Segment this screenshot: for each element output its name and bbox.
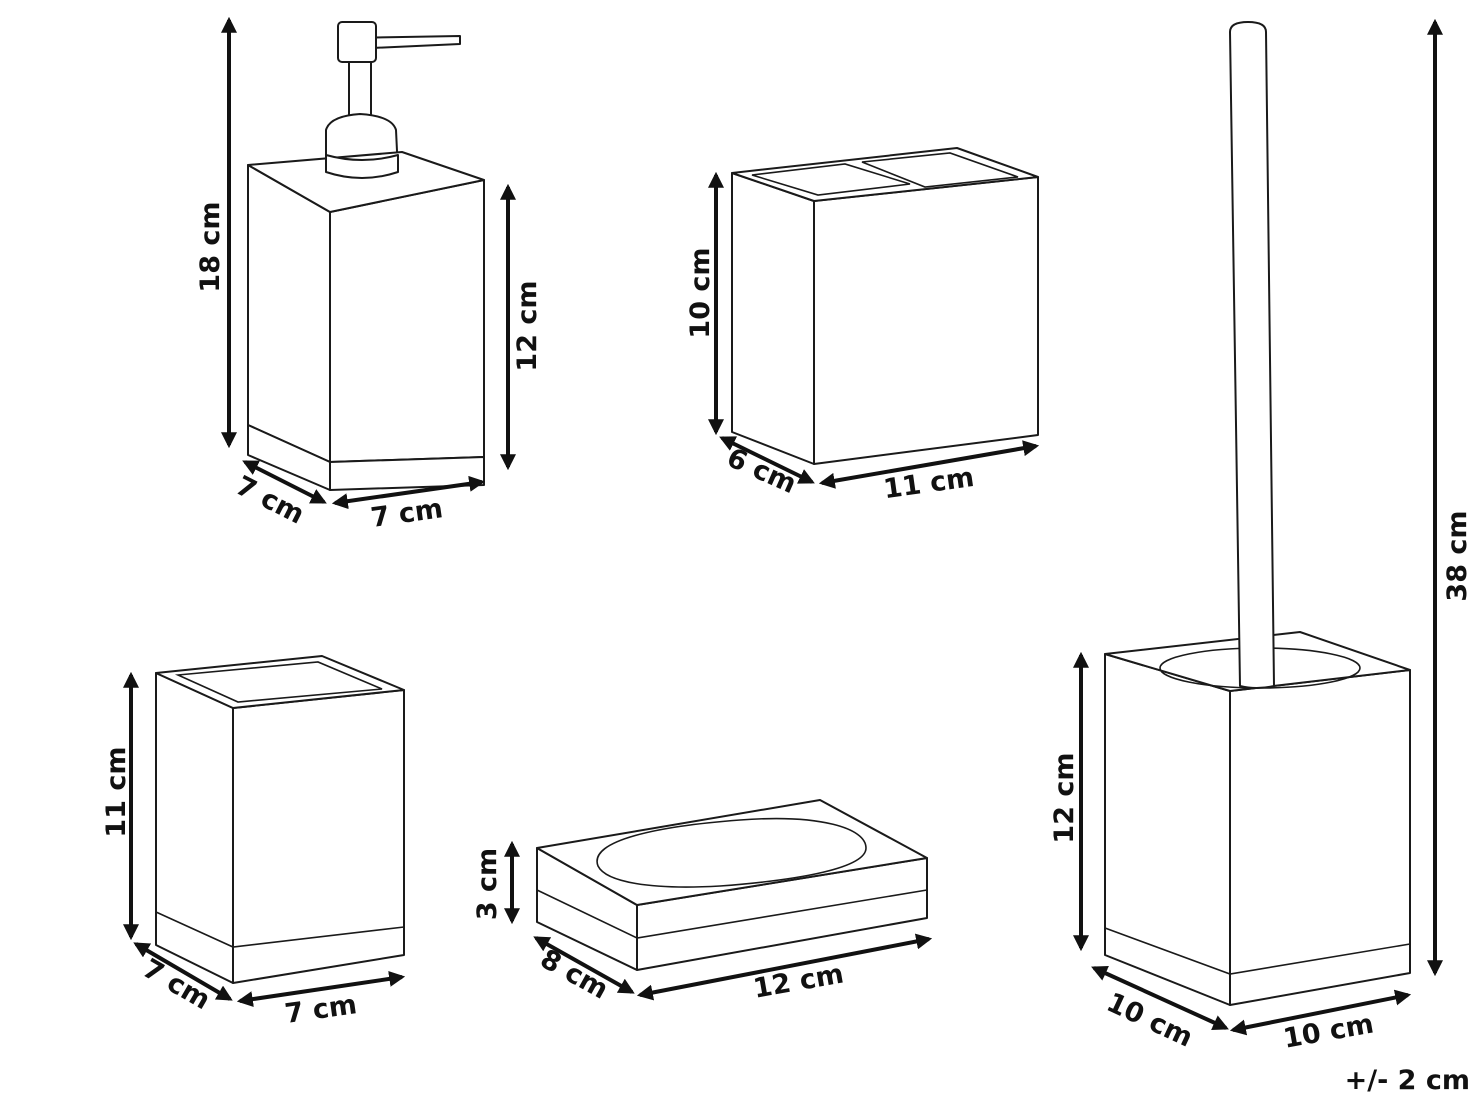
brush-holder-side xyxy=(1104,653,1231,1006)
tumbler-rim xyxy=(174,661,383,703)
toilet-brush xyxy=(1104,21,1411,1006)
tumbler-base-line xyxy=(155,911,405,948)
toilet-brush-width: 10 cm xyxy=(1281,1008,1376,1054)
holder-slot-left xyxy=(751,163,911,196)
dim-line xyxy=(636,933,933,1001)
dim-line xyxy=(719,436,815,484)
soap-dish-height: 3 cm xyxy=(472,848,503,920)
dish-top xyxy=(536,799,928,906)
holder-side xyxy=(731,172,815,465)
toilet-brush-height-holder: 12 cm xyxy=(1049,752,1080,843)
soap-dispenser xyxy=(247,21,485,491)
dim-line xyxy=(818,440,1040,489)
dispenser-front xyxy=(329,179,485,463)
brush-holder-front xyxy=(1229,669,1411,1006)
dim-line xyxy=(331,475,486,510)
toothbrush-holder xyxy=(731,147,1039,465)
holder-front xyxy=(813,176,1039,465)
toilet-brush-height-total: 38 cm xyxy=(1442,510,1470,601)
pump-base xyxy=(325,154,399,179)
dim-line xyxy=(1229,989,1412,1036)
pump-stem xyxy=(348,61,372,123)
brush-holder-base-line xyxy=(1104,927,1411,975)
tumbler-top xyxy=(155,655,405,709)
tumbler-side xyxy=(155,672,234,984)
soap-dispenser-width: 7 cm xyxy=(369,493,445,534)
tolerance-note: +/- 2 cm xyxy=(1344,1065,1470,1096)
brush-handle xyxy=(1229,21,1275,689)
pump-head xyxy=(337,21,377,63)
holder-top xyxy=(731,147,1039,202)
holder-slot-right xyxy=(861,152,1019,188)
dispenser-top xyxy=(247,151,485,213)
dish-hollow xyxy=(596,817,867,888)
dispenser-side xyxy=(247,164,331,463)
soap-dish xyxy=(536,799,928,971)
dim-line xyxy=(533,936,635,994)
soap-dispenser-height-body: 12 cm xyxy=(512,280,543,371)
toothbrush-holder-height: 10 cm xyxy=(685,247,716,338)
tumbler-height: 11 cm xyxy=(101,746,132,837)
dim-line xyxy=(236,970,406,1008)
soap-dispenser-depth: 7 cm xyxy=(231,470,310,530)
tumbler xyxy=(155,655,405,984)
dim-line xyxy=(242,460,327,504)
dim-line xyxy=(1091,966,1229,1030)
soap-dish-width: 12 cm xyxy=(751,958,846,1004)
soap-dispenser-height-total: 18 cm xyxy=(195,201,226,292)
toilet-brush-depth: 10 cm xyxy=(1102,987,1198,1054)
tumbler-front xyxy=(232,689,405,984)
dim-line xyxy=(133,942,233,1001)
tumbler-width: 7 cm xyxy=(283,989,359,1030)
